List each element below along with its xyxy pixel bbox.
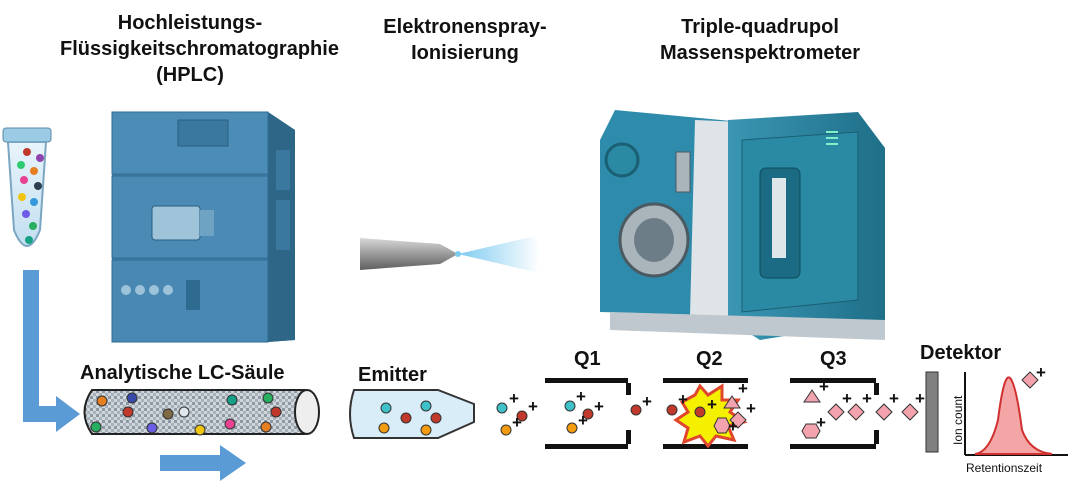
- ms-title-line2: Massenspektrometer: [659, 42, 861, 64]
- hplc-title: Hochleistungs- Flüssigkeitschromatograph…: [60, 10, 339, 88]
- quadrupole-q1: [545, 378, 642, 449]
- q3-label: Q3: [820, 348, 847, 370]
- ions-emitted: [496, 402, 528, 436]
- chromatogram-plot: [964, 371, 1068, 456]
- plus-sign: +: [512, 413, 522, 432]
- plus-sign: +: [678, 390, 688, 409]
- plus-sign: +: [576, 387, 586, 406]
- esi-title: Elektronenspray- Ionisierung: [365, 14, 565, 66]
- q1-label: Q1: [574, 348, 601, 370]
- flow-arrow-down: [23, 270, 80, 432]
- hplc-instrument-icon: [111, 111, 295, 343]
- sample-vial-icon: [2, 127, 52, 247]
- detector-label: Detektor: [920, 342, 1002, 364]
- quadrupole-q2: [663, 378, 748, 449]
- q2-label: Q2: [696, 348, 723, 370]
- plus-sign: +: [707, 395, 717, 414]
- plus-sign: +: [594, 397, 604, 416]
- plus-sign: +: [738, 379, 748, 398]
- plus-sign: +: [816, 413, 826, 432]
- plus-sign: +: [509, 389, 519, 408]
- hplc-title-line1: Hochleistungs-: [117, 12, 263, 34]
- mass-spectrometer-icon: [600, 110, 885, 340]
- esi-title-line2: Ionisierung: [411, 42, 519, 64]
- esi-title-line1: Elektronenspray-: [383, 16, 547, 38]
- emitter-label: Emitter: [358, 364, 427, 386]
- plus-sign: +: [528, 397, 538, 416]
- plus-sign: +: [746, 399, 756, 418]
- charge-signs: + + + + + + + + + + + + + + + + + + +: [509, 363, 1046, 436]
- ms-title: Triple-quadrupol Massenspektrometer: [640, 14, 880, 66]
- plus-sign: +: [819, 377, 829, 396]
- plus-sign: +: [862, 389, 872, 408]
- hplc-title-line3: (HPLC): [156, 64, 224, 86]
- plus-sign: +: [842, 389, 852, 408]
- quadrupole-q3: [790, 378, 919, 449]
- esi-needle-icon: [360, 236, 540, 272]
- hplc-title-line2: Flüssigkeitschromatographie: [60, 38, 339, 60]
- plus-sign: +: [1036, 363, 1046, 382]
- plus-sign: +: [728, 417, 738, 436]
- plus-sign: +: [915, 389, 925, 408]
- plus-sign: +: [889, 389, 899, 408]
- x-axis-label: Retentionszeit: [966, 461, 1043, 475]
- ms-title-line1: Triple-quadrupol: [681, 16, 839, 38]
- emitter-icon: [349, 389, 475, 439]
- detector-plate: [925, 371, 939, 453]
- flow-arrow-column: [160, 445, 246, 481]
- plus-sign: +: [642, 392, 652, 411]
- column-label: Analytische LC-Säule: [80, 362, 285, 384]
- y-axis-label: Ion count: [951, 395, 965, 445]
- lc-column-icon: [83, 389, 320, 436]
- plus-sign: +: [578, 411, 588, 430]
